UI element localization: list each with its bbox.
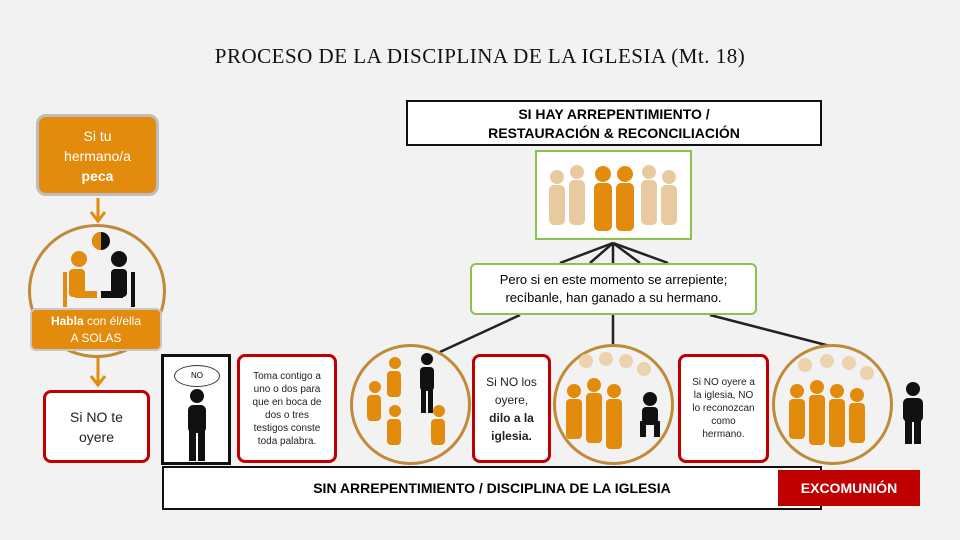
not-listen-box: Si NO te oyere (43, 390, 150, 463)
repentance-note: Pero si en este momento se arrepiente; r… (470, 263, 757, 315)
repent-line-2: recíbanle, han ganado a su hermano. (505, 290, 722, 305)
page-title: PROCESO DE LA DISCIPLINA DE LA IGLESIA (… (214, 44, 746, 68)
excommunication-label: EXCOMUNIÓN (778, 470, 920, 506)
talk-alone-label: Habla con él/ella A SOLAS (30, 308, 162, 351)
talk-rest: con él/ella (83, 314, 142, 328)
church-circle (553, 344, 674, 465)
excommunication-circle (772, 344, 893, 465)
person-arms-crossed-icon (188, 389, 206, 461)
group-meeting-icon (367, 353, 445, 445)
tell-church-box: Si NO los oyere, dilo a la iglesia. (472, 354, 551, 463)
excluded-person-icon (903, 382, 923, 444)
talk-bold: Habla (50, 314, 84, 328)
witnesses-box: Toma contigo a uno o dos para que en boc… (237, 354, 337, 463)
crowd-without-member-icon (789, 354, 874, 447)
start-line-1: Si tu (83, 128, 112, 144)
start-line-3: peca (81, 168, 114, 184)
start-line-2: hermano/a (64, 148, 131, 164)
refusing-person-panel: NO (161, 354, 231, 465)
start-box: Si tu hermano/a peca (36, 114, 159, 196)
header-line-1: SI HAY ARREPENTIMIENTO / (518, 106, 710, 122)
witnesses-circle (350, 344, 471, 465)
tell-church-bold: dilo a la iglesia. (489, 410, 534, 443)
repentance-header-box: SI HAY ARREPENTIMIENTO / RESTAURACIÓN & … (406, 100, 822, 146)
header-line-2: RESTAURACIÓN & RECONCILIACIÓN (488, 125, 740, 141)
repent-line-1: Pero si en este momento se arrepiente; (499, 272, 728, 287)
tell-church-plain: Si NO los oyere, (486, 374, 537, 407)
church-crowd-icon (566, 352, 660, 449)
talk-line-2: A SOLAS (70, 331, 122, 345)
not-recognize-box: Si NO oyere a la iglesia, NO lo reconozc… (678, 354, 769, 463)
two-people-talking-icon (63, 232, 135, 307)
speech-bubble: NO (174, 365, 220, 387)
celebration-crowd-image (535, 150, 692, 240)
crowd-icon (549, 165, 677, 231)
no-repentance-footer: SIN ARREPENTIMIENTO / DISCIPLINA DE LA I… (162, 466, 822, 510)
